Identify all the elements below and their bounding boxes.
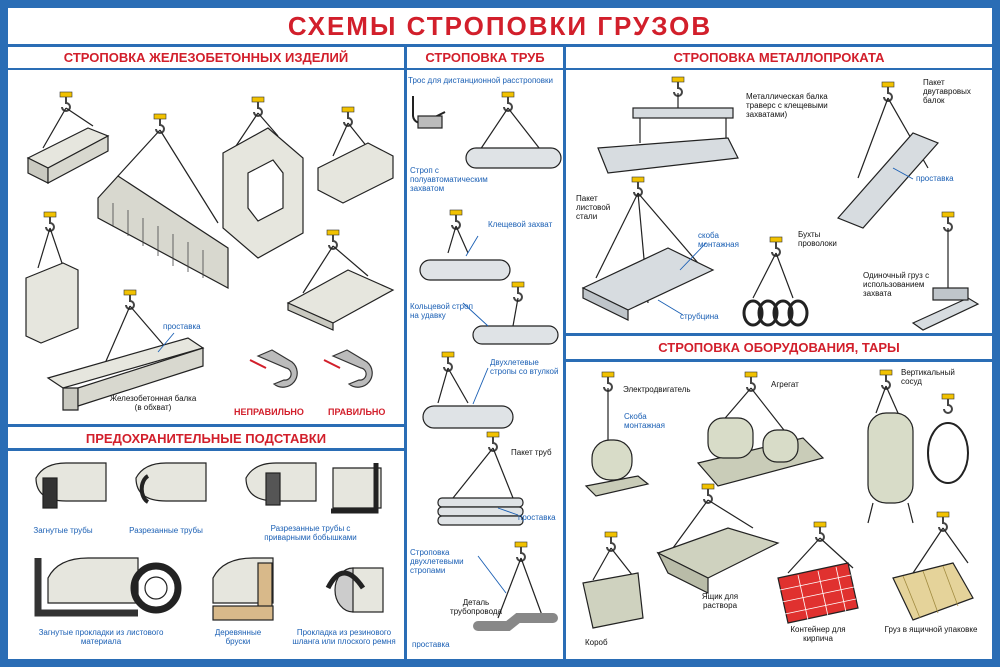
label-metal-shackle: скоба монтажная — [698, 231, 739, 249]
label-two-leg-sleeve: Двухлетевые стропы со втулкой — [490, 358, 559, 376]
section-title-guards: ПРЕДОХРАНИТЕЛЬНЫЕ ПОДСТАВКИ — [85, 430, 327, 446]
label-single-load: Одиночный груз с использованием захвата — [863, 271, 930, 298]
divider-top — [8, 44, 992, 47]
label-two-leg: Строповка двухлетевыми стропами — [410, 548, 464, 575]
section-title-concrete: СТРОПОВКА ЖЕЛЕЗОБЕТОННЫХ ИЗДЕЛИЙ — [63, 49, 349, 65]
label-hose-pad: Прокладка из резинового шланга или плоск… — [292, 628, 396, 646]
label-motor: Электродвигатель — [623, 385, 691, 394]
divider-sec-title-2 — [407, 68, 563, 70]
section-title-metal: СТРОПОВКА МЕТАЛЛОПРОКАТА — [673, 49, 885, 65]
label-metal-clamp: струбцина — [680, 312, 719, 321]
divider-v2 — [563, 44, 566, 659]
divider-sec-title-1 — [8, 68, 404, 70]
divider-right-mid — [566, 333, 992, 336]
divider-left-mid — [8, 424, 404, 427]
section-title-pipes: СТРОПОВКА ТРУБ — [425, 49, 545, 65]
label-remote-rope: Трос для дистанционной расстроповки — [408, 76, 553, 85]
label-traverse: Металлическая балка траверс с клещевыми … — [746, 92, 828, 119]
label-right: ПРАВИЛЬНО — [328, 407, 386, 417]
divider-right-mid2 — [566, 359, 992, 362]
label-ibeam-pack: Пакет двутавровых балок — [923, 78, 971, 105]
label-pipe-clamp: Клещевой захват — [488, 220, 553, 229]
label-unit: Агрегат — [771, 380, 799, 389]
label-pipe-detail: Деталь трубопровода — [450, 598, 502, 616]
label-mortar-box: Ящик для раствора — [701, 592, 739, 610]
label-sheet-pack: Пакет листовой стали — [576, 194, 611, 221]
label-pipe-pack: Пакет труб — [511, 448, 552, 457]
label-crate: Груз в ящичной упаковке — [884, 625, 978, 634]
divider-sec-title-3 — [566, 68, 992, 70]
label-cut-pipes-bosses: Разрезанные трубы с приварными бобышками — [264, 524, 357, 542]
concrete-drawings — [25, 91, 395, 411]
label-metal-spacer: проставка — [916, 174, 954, 183]
label-semi-auto: Строп с полуавтоматическим захватом — [410, 166, 488, 193]
label-ring-sling: Кольцевой строп на удавку — [410, 302, 473, 320]
label-cut-pipes: Разрезанные трубы — [129, 526, 203, 535]
label-wire-coils: Бухты проволоки — [798, 230, 837, 248]
label-brick-container: Контейнер для кирпича — [790, 625, 846, 643]
equipment-drawings — [582, 369, 974, 629]
label-wood-bars: Деревянные бруски — [214, 628, 262, 646]
label-pipe-spacer: проставка — [518, 513, 556, 522]
label-sheet-pads: Загнутые прокладки из листового материал… — [38, 628, 164, 646]
label-box: Короб — [585, 638, 608, 647]
label-concrete-beam: Железобетонная балка (в обхват) — [109, 394, 197, 412]
metal-drawings — [581, 76, 980, 331]
label-bent-pipes: Загнутые трубы — [33, 526, 93, 535]
poster-title: СХЕМЫ СТРОПОВКИ ГРУЗОВ — [287, 10, 713, 41]
label-equip-shackle: Скоба монтажная — [624, 412, 665, 430]
divider-v1 — [404, 44, 407, 659]
section-title-equipment: СТРОПОВКА ОБОРУДОВАНИЯ, ТАРЫ — [658, 339, 900, 355]
divider-left-mid2 — [8, 448, 404, 451]
label-pipe-spacer2: проставка — [412, 640, 450, 649]
guards-drawings — [34, 462, 384, 621]
label-wrong: НЕПРАВИЛЬНО — [234, 407, 304, 417]
label-vessel: Вертикальный сосуд — [901, 368, 955, 386]
illustrations — [25, 76, 980, 631]
poster: СХЕМЫ СТРОПОВКИ ГРУЗОВ СТРОПОВКА ЖЕЛЕЗОБ… — [8, 8, 992, 659]
label-spacer-concrete: проставка — [163, 322, 201, 331]
